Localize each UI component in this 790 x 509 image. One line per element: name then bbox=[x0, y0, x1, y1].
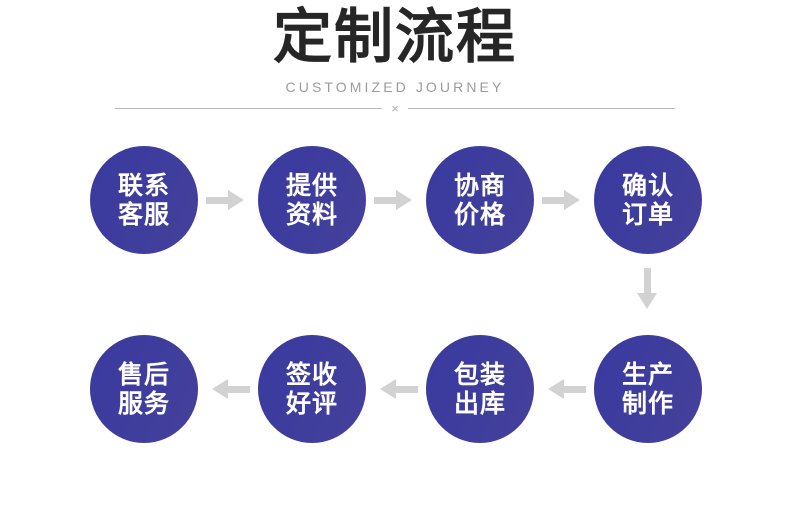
flow-step-label-line1: 生产 bbox=[621, 360, 674, 389]
flow-step-label-line2: 资料 bbox=[285, 200, 338, 229]
arrow-shaft bbox=[542, 197, 564, 204]
arrow-shaft bbox=[228, 386, 250, 393]
arrow-left-icon bbox=[534, 376, 594, 402]
arrow-shaft bbox=[644, 268, 651, 294]
divider-cross-icon: × bbox=[391, 100, 399, 116]
arrow-shaft bbox=[396, 386, 418, 393]
arrow-left-icon bbox=[198, 376, 258, 402]
arrow-right-icon bbox=[534, 187, 594, 213]
flow-step-label-line2: 价格 bbox=[453, 200, 506, 229]
title-divider: × bbox=[115, 100, 675, 116]
flow-step-label-line2: 出库 bbox=[453, 389, 506, 418]
flow-step-label-line2: 好评 bbox=[285, 389, 338, 418]
flow-step-label-line1: 签收 bbox=[285, 360, 338, 389]
flow-step-label-line2: 制作 bbox=[621, 389, 674, 418]
flow-step-provide-materials[interactable]: 提供 资料 bbox=[258, 146, 366, 254]
flow-step-label-line2: 订单 bbox=[621, 200, 674, 229]
flow-row-top: 联系 客服 提供 资料 协商 价格 确认 订单 bbox=[90, 146, 702, 254]
arrow-right-icon bbox=[198, 187, 258, 213]
arrow-head bbox=[396, 190, 412, 210]
flow-row-bottom: 售后 服务 签收 好评 包装 出库 生产 制作 bbox=[90, 335, 702, 443]
arrow-head bbox=[637, 293, 657, 309]
arrow-head bbox=[564, 190, 580, 210]
arrow-shaft bbox=[564, 386, 586, 393]
page-subtitle: CUSTOMIZED JOURNEY bbox=[285, 79, 505, 95]
arrow-right-icon bbox=[366, 187, 426, 213]
flow-step-packaging-shipping[interactable]: 包装 出库 bbox=[426, 335, 534, 443]
flow-step-label-line1: 包装 bbox=[453, 360, 506, 389]
flow-step-negotiate-price[interactable]: 协商 价格 bbox=[426, 146, 534, 254]
flow-step-label-line2: 服务 bbox=[117, 389, 170, 418]
arrow-head bbox=[228, 190, 244, 210]
page-title: 定制流程 bbox=[272, 2, 517, 71]
flow-step-contact-service[interactable]: 联系 客服 bbox=[90, 146, 198, 254]
flow-step-label-line1: 协商 bbox=[453, 171, 506, 200]
flow-step-label-line1: 联系 bbox=[117, 171, 170, 200]
divider-line-right bbox=[407, 107, 675, 109]
arrow-head bbox=[212, 379, 228, 399]
arrow-left-icon bbox=[366, 376, 426, 402]
flow-step-after-sales-service[interactable]: 售后 服务 bbox=[90, 335, 198, 443]
arrow-down-icon bbox=[635, 268, 661, 314]
arrow-shaft bbox=[374, 197, 396, 204]
arrow-shaft bbox=[206, 197, 228, 204]
flow-step-confirm-order[interactable]: 确认 订单 bbox=[594, 146, 702, 254]
flow-step-label-line1: 确认 bbox=[621, 171, 674, 200]
flow-step-label-line1: 提供 bbox=[285, 171, 338, 200]
flow-step-label-line1: 售后 bbox=[117, 360, 170, 389]
flow-step-label-line2: 客服 bbox=[117, 200, 170, 229]
arrow-head bbox=[380, 379, 396, 399]
arrow-head bbox=[548, 379, 564, 399]
flow-step-production-manufacturing[interactable]: 生产 制作 bbox=[594, 335, 702, 443]
flow-step-receipt-review[interactable]: 签收 好评 bbox=[258, 335, 366, 443]
divider-line-left bbox=[115, 107, 383, 109]
